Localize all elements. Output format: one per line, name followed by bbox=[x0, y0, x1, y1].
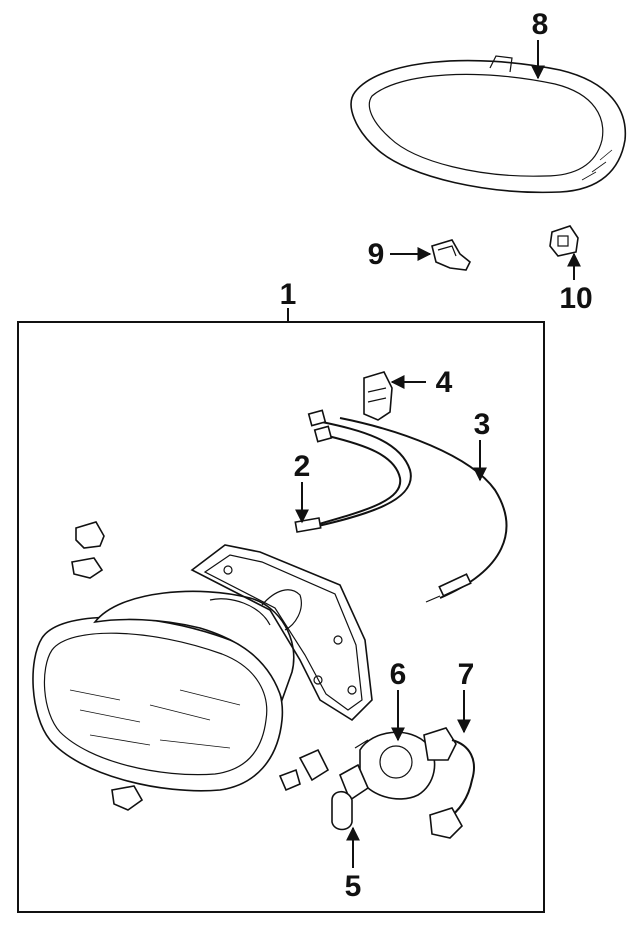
clip-lower-left bbox=[111, 785, 144, 811]
headlamp-housing bbox=[32, 544, 373, 792]
part-5-bulb bbox=[331, 763, 370, 831]
callout-3: 3 bbox=[474, 408, 491, 441]
part-9-bracket bbox=[431, 239, 472, 271]
part-7-socket-harness bbox=[423, 727, 475, 839]
clip-upper-left bbox=[71, 521, 105, 579]
callout-6: 6 bbox=[390, 658, 407, 691]
assembly-box bbox=[17, 321, 545, 913]
callout-2: 2 bbox=[294, 450, 311, 483]
part-4-connector bbox=[363, 371, 393, 421]
part-10-clip bbox=[549, 225, 579, 257]
callout-4: 4 bbox=[436, 366, 453, 399]
callout-5: 5 bbox=[345, 870, 362, 903]
callout-leaders bbox=[287, 40, 581, 868]
callout-9: 9 bbox=[368, 238, 385, 271]
callout-10: 10 bbox=[559, 282, 592, 315]
callout-8: 8 bbox=[532, 8, 549, 41]
callout-7: 7 bbox=[458, 658, 475, 691]
side-bulb bbox=[278, 748, 330, 792]
part-8-bezel bbox=[350, 55, 627, 194]
callout-1: 1 bbox=[280, 278, 297, 311]
